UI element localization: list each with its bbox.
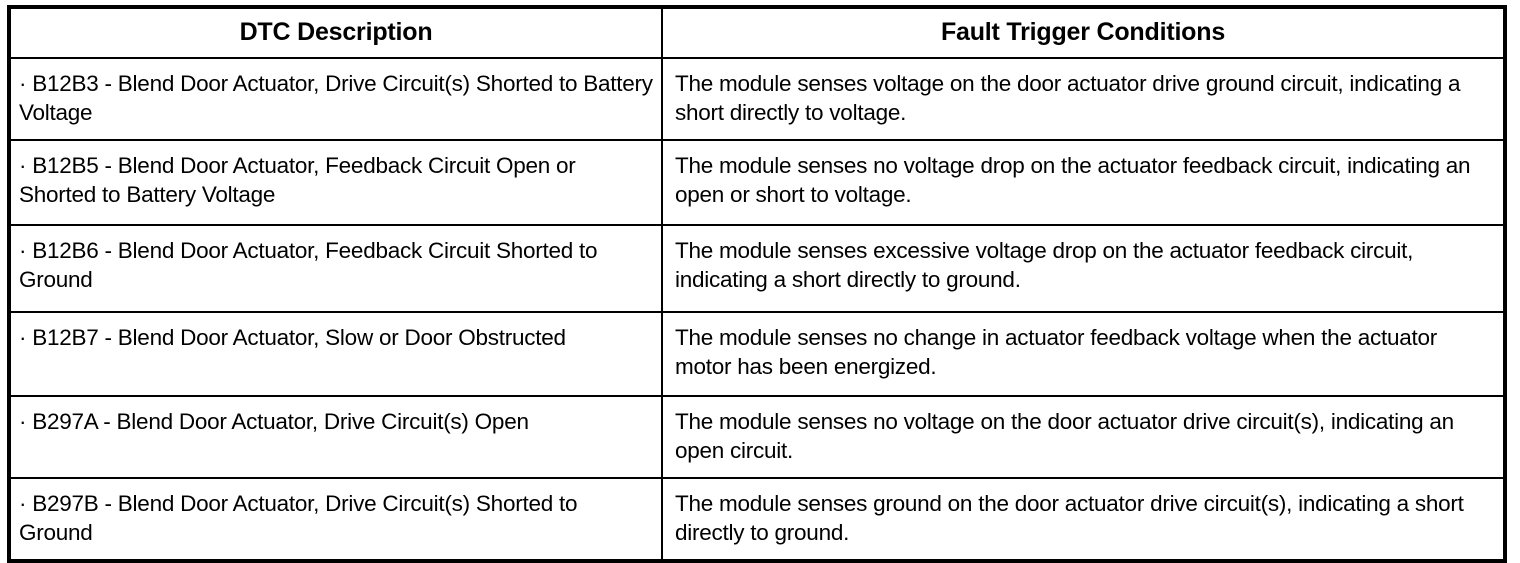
cell-dtc-description: · B297B - Blend Door Actuator, Drive Cir… [8, 477, 663, 562]
cell-fault-trigger-conditions: The module senses no change in actuator … [661, 311, 1506, 397]
fault-trigger-conditions-text: The module senses no voltage drop on the… [675, 153, 1471, 207]
fault-trigger-conditions-text: The module senses excessive voltage drop… [675, 238, 1414, 292]
cell-dtc-description: · B12B3 - Blend Door Actuator, Drive Cir… [8, 57, 663, 141]
page-root: DTC Description Fault Trigger Conditions… [7, 5, 1507, 563]
fault-trigger-conditions-text: The module senses no change in actuator … [675, 325, 1438, 379]
dtc-description-text: · B12B3 - Blend Door Actuator, Drive Cir… [19, 71, 653, 125]
fault-trigger-conditions-text: The module senses no voltage on the door… [675, 409, 1454, 463]
column-header-fault-trigger-conditions: Fault Trigger Conditions [661, 6, 1506, 59]
table-header: DTC Description Fault Trigger Conditions [8, 6, 1506, 59]
dtc-description-text: · B297B - Blend Door Actuator, Drive Cir… [19, 491, 578, 545]
cell-fault-trigger-conditions: The module senses excessive voltage drop… [661, 224, 1506, 313]
header-row: DTC Description Fault Trigger Conditions [8, 6, 1506, 59]
cell-dtc-description: · B297A - Blend Door Actuator, Drive Cir… [8, 395, 663, 479]
table-row: · B12B5 - Blend Door Actuator, Feedback … [8, 139, 1506, 226]
cell-dtc-description: · B12B6 - Blend Door Actuator, Feedback … [8, 224, 663, 313]
table-row: · B12B3 - Blend Door Actuator, Drive Cir… [8, 57, 1506, 141]
dtc-description-text: · B12B5 - Blend Door Actuator, Feedback … [19, 153, 576, 207]
fault-trigger-conditions-text: The module senses voltage on the door ac… [675, 71, 1461, 125]
fault-trigger-conditions-text: The module senses ground on the door act… [675, 491, 1464, 545]
dtc-fault-table: DTC Description Fault Trigger Conditions… [7, 5, 1507, 563]
dtc-description-text: · B12B7 - Blend Door Actuator, Slow or D… [19, 325, 566, 350]
cell-fault-trigger-conditions: The module senses no voltage on the door… [661, 395, 1506, 479]
table-body: · B12B3 - Blend Door Actuator, Drive Cir… [8, 57, 1506, 562]
dtc-description-text: · B297A - Blend Door Actuator, Drive Cir… [19, 409, 529, 434]
table-row: · B297B - Blend Door Actuator, Drive Cir… [8, 477, 1506, 562]
cell-fault-trigger-conditions: The module senses no voltage drop on the… [661, 139, 1506, 226]
dtc-description-text: · B12B6 - Blend Door Actuator, Feedback … [19, 238, 598, 292]
table-row: · B297A - Blend Door Actuator, Drive Cir… [8, 395, 1506, 479]
cell-fault-trigger-conditions: The module senses voltage on the door ac… [661, 57, 1506, 141]
table-row: · B12B7 - Blend Door Actuator, Slow or D… [8, 311, 1506, 397]
cell-dtc-description: · B12B7 - Blend Door Actuator, Slow or D… [8, 311, 663, 397]
cell-dtc-description: · B12B5 - Blend Door Actuator, Feedback … [8, 139, 663, 226]
column-header-dtc-description: DTC Description [8, 6, 663, 59]
cell-fault-trigger-conditions: The module senses ground on the door act… [661, 477, 1506, 562]
table-row: · B12B6 - Blend Door Actuator, Feedback … [8, 224, 1506, 313]
